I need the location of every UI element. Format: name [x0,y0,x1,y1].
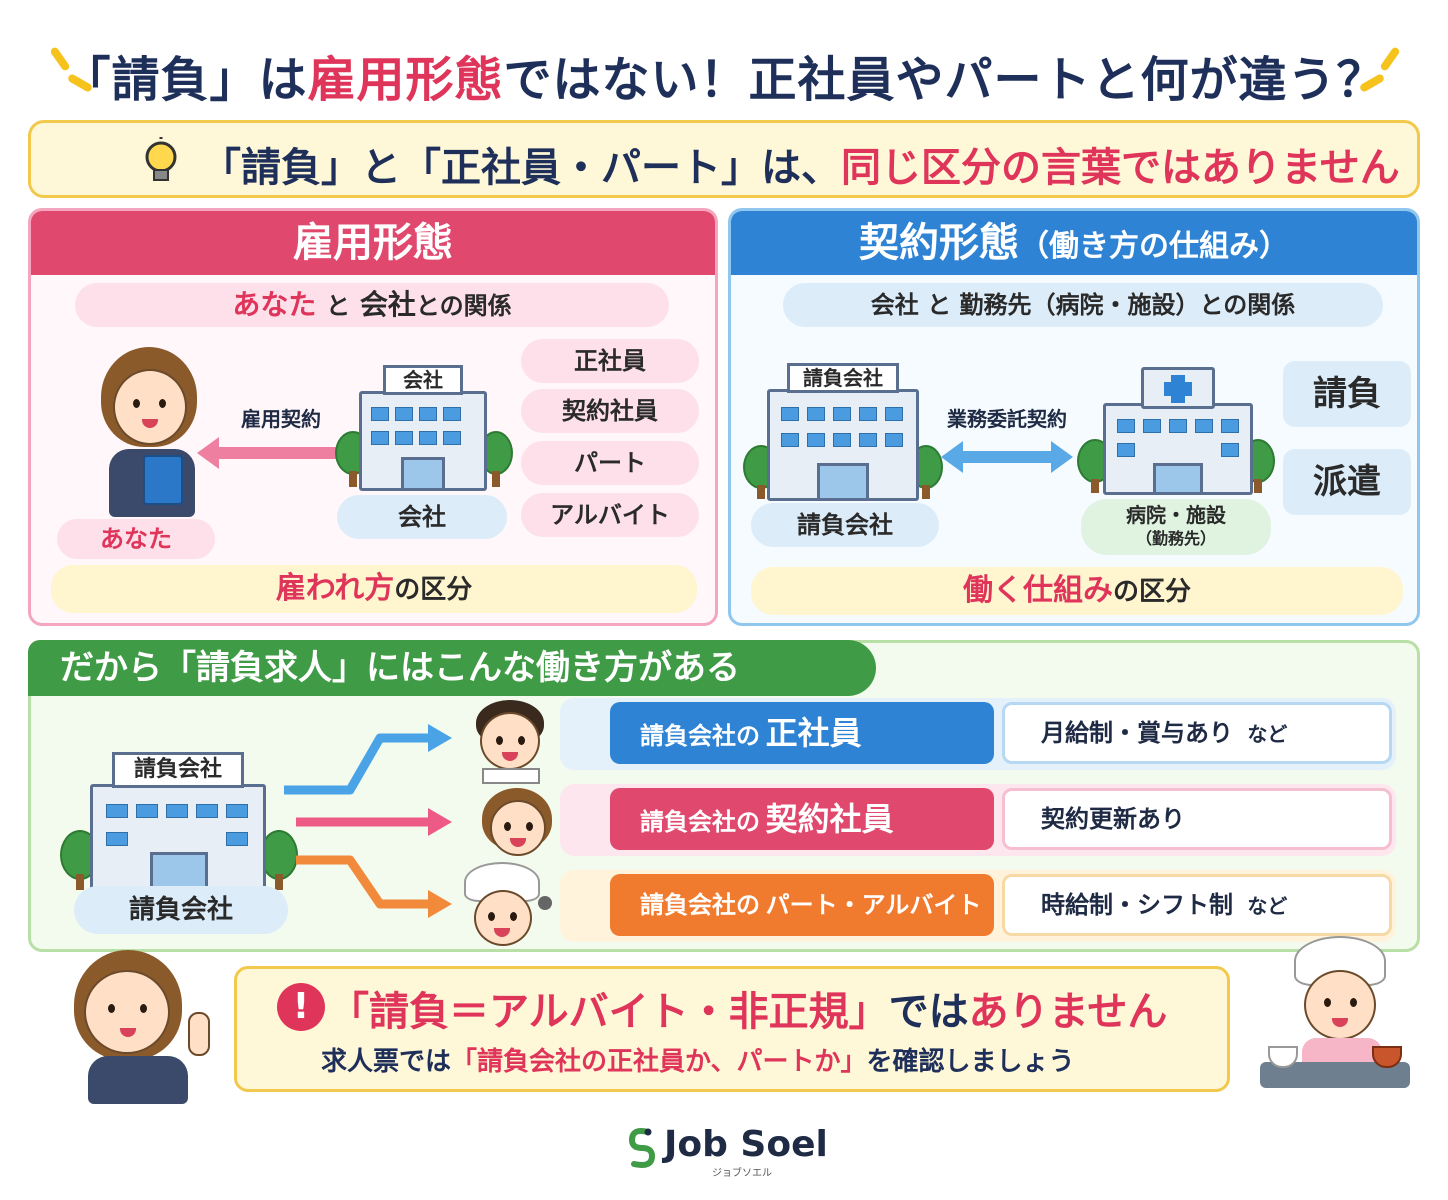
company-sign: 会社 [383,365,463,395]
hospital-building [1077,363,1277,503]
logo-kana: ジョブソエル [712,1168,772,1179]
notice-sub-prefix: 求人票では [321,1047,452,1077]
employment-type: 契約社員 [521,389,699,433]
relation-and: と [326,292,351,320]
logo-name: Job Soel [664,1124,828,1165]
subtitle-text: 「請負」と「正社員・パート」は、同じ区分の言葉ではありません [201,135,1400,193]
category-highlight: 働く仕組み [962,573,1113,608]
title-part: 「請負」は [62,52,308,108]
example-row-desc: 時給制・シフト制 など [1002,874,1392,936]
row-desc-text: 契約更新あり [1041,805,1185,833]
category-suffix: の区分 [394,575,473,605]
logo-mark-icon [628,1128,656,1168]
row-note: など [1247,894,1288,918]
contractor-sign: 請負会社 [787,363,899,393]
employment-heading: 雇用形態 [31,211,715,275]
you-label: あなた [57,519,215,559]
hospital-label-line1: 病院・施設 [1126,503,1226,527]
contract-heading-main: 契約形態 [859,220,1019,266]
relation-you: あなた [232,288,317,321]
pointing-hand-icon [188,1012,210,1056]
company-label: 会社 [337,495,507,539]
example-row-label: 請負会社の 契約社員 [610,788,994,850]
contractor-building: 請負会社 [60,748,300,898]
company-building: 会社 [331,361,513,501]
category-suffix: の区分 [1112,577,1191,607]
notice-box: ! 「請負＝アルバイト・非正規」ではありません 求人票では「請負会社の正社員か、… [234,966,1230,1092]
contract-category: 働く仕組みの区分 [751,567,1403,615]
lightbulb-icon [145,137,177,181]
row-prefix: 請負会社の [640,722,760,750]
page-title: 「請負」は雇用形態ではない！正社員やパートと何が違う？ [0,40,1448,110]
cook-with-tray-illustration [1254,934,1414,1104]
subtitle-highlight: 同じ区分の言葉ではありません [841,145,1400,191]
contract-type: 請負 [1283,361,1411,427]
row-desc-text: 時給制・シフト制 [1041,891,1233,919]
brand-logo: Job Soel ジョブソエル [620,1122,830,1182]
branch-arrows-icon [284,724,452,918]
employment-relation: あなた と 会社との関係 [75,283,669,327]
row-note: など [1247,722,1288,746]
pointing-woman-illustration [60,946,220,1104]
employment-type: アルバイト [521,493,699,537]
contractor-sign: 請負会社 [112,752,244,788]
notice-red-text: ありません [968,989,1168,1035]
notice-subline: 求人票では「請負会社の正社員か、パートか」を確認しましょう [321,1041,1075,1078]
employment-panel: 雇用形態 あなた と 会社との関係 あなた 雇用契約 会社 会社 正社員 契約社… [28,208,718,626]
title-part: ではない！正社員やパートと何が違う？ [503,52,1386,108]
contract-heading: 契約形態（働き方の仕組み） [731,211,1417,275]
notice-dark-text: では [888,989,969,1035]
example-row-desc: 月給制・賞与あり など [1002,702,1392,764]
example-row-label: 請負会社の 正社員 [610,702,994,764]
employment-type: パート [521,441,699,485]
row-title: 正社員 [765,714,862,752]
employment-contract-label: 雇用契約 [241,407,321,431]
relation-suffix: との関係 [415,292,512,320]
female-worker-illustration [478,786,558,866]
cook-illustration [458,862,558,954]
row-title: 契約社員 [765,800,894,838]
row-prefix: 請負会社の [640,891,760,919]
hospital-label-line2: （勤務先） [1135,529,1216,548]
male-worker-illustration [470,698,550,784]
employment-type: 正社員 [521,339,699,383]
exclamation-icon: ! [277,983,325,1031]
notice-sub-suffix: を確認しましょう [866,1047,1075,1077]
notice-red-text: 「請負＝アルバイト・非正規」 [329,989,889,1035]
contract-panel: 契約形態（働き方の仕組み） 会社 と 勤務先（病院・施設）との関係 請負会社 請… [728,208,1420,626]
notice-headline: 「請負＝アルバイト・非正規」ではありません [329,979,1167,1037]
hospital-label: 病院・施設 （勤務先） [1081,499,1271,555]
row-prefix: 請負会社の [640,808,760,836]
subtitle-part: 「請負」と「正社員・パート」は、 [201,145,841,191]
contractor-label: 請負会社 [751,503,939,547]
employee-illustration [93,343,213,523]
examples-heading: だから「請負求人」にはこんな働き方がある [28,640,876,696]
row-title: パート・アルバイト [765,891,982,919]
title-highlight: 雇用形態 [307,52,504,108]
contract-heading-sub: （働き方の仕組み） [1019,229,1289,264]
contract-relation: 会社 と 勤務先（病院・施設）との関係 [783,283,1383,327]
example-row-label: 請負会社の パート・アルバイト [610,874,994,936]
subtitle-banner: 「請負」と「正社員・パート」は、同じ区分の言葉ではありません [28,120,1420,198]
contractor-label: 請負会社 [74,886,288,934]
category-highlight: 雇われ方 [275,571,395,606]
outsourcing-contract-label: 業務委託契約 [947,407,1067,431]
double-arrow-icon [197,437,363,469]
notice-sub-highlight: 「請負会社の正社員か、パートか」 [451,1047,867,1077]
relation-company: 会社 [359,288,416,321]
employment-category: 雇われ方の区分 [51,565,697,613]
contractor-building: 請負会社 [743,359,943,509]
row-desc-text: 月給制・賞与あり [1041,719,1233,747]
contract-type: 派遣 [1283,449,1411,515]
example-row-desc: 契約更新あり [1002,788,1392,850]
double-arrow-icon [941,441,1073,473]
